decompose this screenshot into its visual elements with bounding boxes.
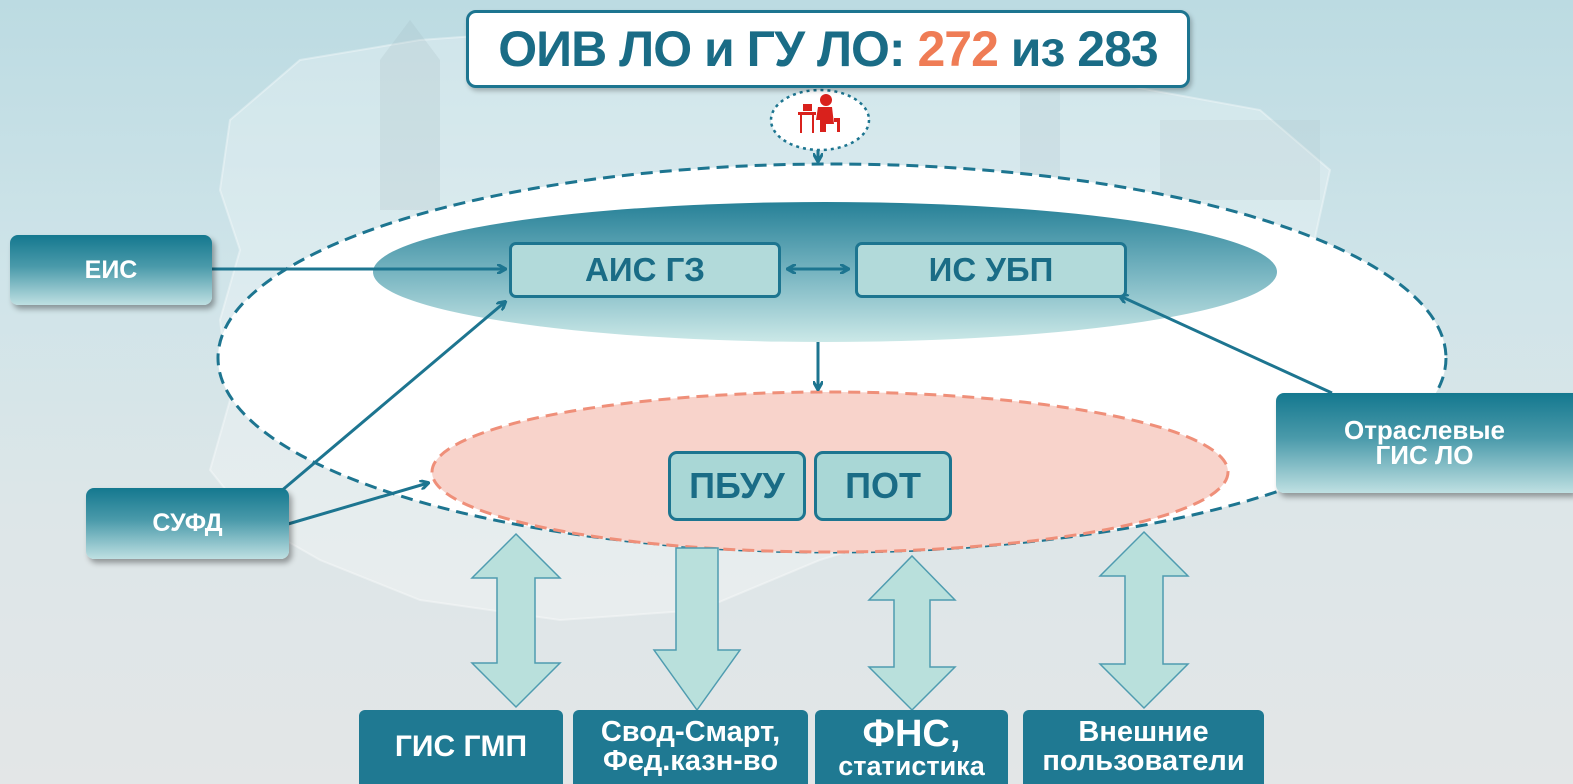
ais-gz-label: АИС ГЗ — [585, 251, 705, 288]
title-total: 283 — [1077, 21, 1158, 77]
fns-double-arrow — [867, 554, 957, 712]
eis-box: ЕИС — [10, 235, 212, 305]
title-count: 272 — [917, 21, 998, 77]
pbuu-box: ПБУУ — [668, 451, 806, 521]
svod-smart-line2: Фед.казн-во — [602, 745, 779, 777]
sufd-to-aisgz-arrow — [279, 302, 505, 494]
gis-gmp-double-arrow — [470, 532, 562, 709]
gis-gmp-block: ГИС ГМП — [359, 710, 563, 784]
sectoral-gis-box: Отраслевые ГИС ЛО — [1276, 393, 1573, 493]
svod-smart-line1: Свод-Смарт, — [600, 716, 781, 748]
fns-block: ФНС, статистика — [815, 710, 1008, 784]
sufd-label: СУФД — [152, 509, 223, 537]
sectoral-gis-line1: Отраслевые — [1343, 415, 1506, 446]
pbuu-label: ПБУУ — [689, 465, 785, 506]
is-ubp-label: ИС УБП — [928, 251, 1054, 288]
external-users-line2: пользователи — [1042, 745, 1245, 777]
eis-label: ЕИС — [84, 255, 138, 284]
sectoral-to-isubp-arrow — [1120, 296, 1333, 395]
fns-line1: ФНС, — [862, 712, 961, 755]
pot-box: ПОТ — [814, 451, 952, 521]
title-prefix: ОИВ ЛО и ГУ ЛО: — [498, 21, 918, 77]
sufd-to-lower-arrow — [287, 483, 428, 526]
external-users-line1: Внешние — [1078, 716, 1209, 748]
person-at-desk-icon — [798, 94, 840, 133]
page-title: ОИВ ЛО и ГУ ЛО: 272 из 283 — [466, 10, 1190, 88]
svod-smart-block: Свод-Смарт, Фед.казн-во — [573, 710, 808, 784]
fns-line2: статистика — [838, 750, 985, 781]
sufd-box: СУФД — [86, 488, 289, 559]
is-ubp-box: ИС УБП — [855, 242, 1127, 298]
ais-gz-box: АИС ГЗ — [509, 242, 781, 298]
svod-smart-down-arrow — [652, 547, 742, 712]
gis-gmp-label: ГИС ГМП — [394, 730, 528, 763]
pot-label: ПОТ — [845, 465, 921, 506]
external-users-block: Внешние пользователи — [1023, 710, 1264, 784]
external-users-double-arrow — [1098, 530, 1190, 710]
sectoral-gis-line2: ГИС ЛО — [1375, 440, 1474, 470]
title-middle: из — [997, 21, 1078, 77]
